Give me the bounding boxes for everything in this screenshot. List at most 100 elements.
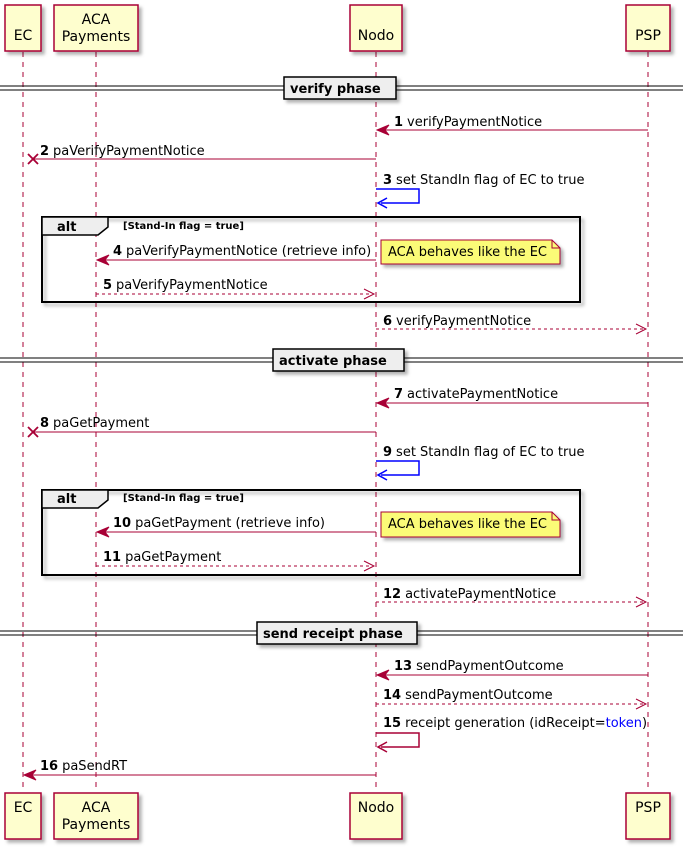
message-number: 2: [40, 144, 49, 159]
message-6: 6 verifyPaymentNotice: [376, 314, 648, 335]
message-label: paSendRT: [62, 759, 127, 774]
message-number: 13: [394, 659, 412, 674]
message-label: paGetPayment: [125, 550, 221, 565]
message-label: verifyPaymentNotice: [407, 115, 542, 130]
alt-keyword: alt: [57, 492, 76, 507]
message-12: 12 activatePaymentNotice: [376, 587, 648, 608]
separator-verify-phase: verify phase: [0, 76, 683, 100]
message-label-end: ): [642, 716, 647, 731]
participant-label-line1: ACA: [82, 800, 111, 816]
participant-psp-top[interactable]: PSP: [625, 4, 671, 52]
message-label: paVerifyPaymentNotice (retrieve info): [126, 244, 371, 259]
message-label: paGetPayment (retrieve info): [135, 516, 325, 531]
message-number: 1: [394, 115, 403, 130]
token-highlight: token: [606, 716, 642, 731]
participant-label: EC: [14, 800, 33, 816]
alt-guard: [Stand-In flag = true]: [123, 221, 244, 232]
participant-label: PSP: [635, 800, 661, 816]
alt-frame-2: alt [Stand-In flag = true]: [41, 489, 581, 576]
message-9: 9 set StandIn flag of EC to true: [376, 445, 585, 481]
message-label: verifyPaymentNotice: [396, 314, 531, 329]
message-number: 4: [113, 244, 122, 259]
separator-label: activate phase: [279, 354, 387, 369]
message-label: activatePaymentNotice: [407, 387, 558, 402]
alt-keyword: alt: [57, 220, 76, 235]
separator-label: send receipt phase: [263, 627, 403, 642]
note-aca-behaves-2: ACA behaves like the EC: [380, 511, 561, 538]
message-10: 10 paGetPayment (retrieve info): [95, 516, 376, 538]
message-number: 14: [383, 688, 401, 703]
message-label: set StandIn flag of EC to true: [396, 445, 585, 460]
alt-guard: [Stand-In flag = true]: [123, 493, 244, 504]
message-label: paVerifyPaymentNotice: [116, 278, 268, 293]
message-1: 1 verifyPaymentNotice: [375, 115, 648, 136]
participant-label-line2: Payments: [62, 817, 131, 833]
message-number: 5: [103, 278, 112, 293]
participant-label: PSP: [635, 28, 661, 44]
message-number: 6: [383, 314, 392, 329]
message-label: activatePaymentNotice: [405, 587, 556, 602]
message-label: receipt generation (idReceipt=: [405, 716, 606, 731]
participant-label-line2: Payments: [62, 29, 131, 45]
participant-aca-bottom[interactable]: ACA Payments: [53, 792, 139, 840]
message-number: 10: [113, 516, 131, 531]
participant-nodo-bottom[interactable]: Nodo: [349, 792, 403, 840]
alt-frame-1: alt [Stand-In flag = true]: [41, 216, 581, 303]
participant-label-line1: ACA: [82, 12, 111, 28]
note-text: ACA behaves like the EC: [388, 245, 547, 260]
message-3: 3 set StandIn flag of EC to true: [376, 173, 585, 209]
participant-psp-bottom[interactable]: PSP: [625, 792, 671, 840]
message-label: paVerifyPaymentNotice: [53, 144, 205, 159]
participant-ec-bottom[interactable]: EC: [4, 792, 42, 840]
note-aca-behaves-1: ACA behaves like the EC: [380, 239, 561, 265]
message-number: 12: [383, 587, 401, 602]
participant-label: Nodo: [358, 800, 395, 816]
message-label: set StandIn flag of EC to true: [396, 173, 585, 188]
message-number: 3: [383, 173, 392, 188]
participant-label: EC: [14, 28, 33, 44]
message-8: 8 paGetPayment: [27, 416, 376, 438]
message-label: sendPaymentOutcome: [405, 688, 553, 703]
participant-label: Nodo: [358, 28, 395, 44]
message-2: 2 paVerifyPaymentNotice: [27, 144, 376, 165]
note-text: ACA behaves like the EC: [388, 517, 547, 532]
separator-label: verify phase: [290, 82, 381, 97]
participant-ec-top[interactable]: EC: [4, 4, 42, 52]
message-13: 13 sendPaymentOutcome: [375, 659, 648, 681]
message-number: 8: [40, 416, 49, 431]
message-number: 15: [383, 716, 401, 731]
separator-activate-phase: activate phase: [0, 348, 683, 372]
message-14: 14 sendPaymentOutcome: [376, 688, 648, 710]
message-number: 9: [383, 445, 392, 460]
lifelines: [22, 52, 649, 792]
separator-send-receipt-phase: send receipt phase: [0, 621, 683, 645]
message-5: 5 paVerifyPaymentNotice: [96, 278, 376, 300]
message-number: 11: [103, 550, 121, 565]
participant-aca-top[interactable]: ACA Payments: [53, 4, 139, 52]
message-15: 15 receipt generation (idReceipt=token): [376, 716, 647, 753]
participant-nodo-top[interactable]: Nodo: [349, 4, 403, 52]
message-label: paGetPayment: [53, 416, 149, 431]
message-label: sendPaymentOutcome: [416, 659, 564, 674]
message-11: 11 paGetPayment: [96, 550, 376, 572]
message-4: 4 paVerifyPaymentNotice (retrieve info): [95, 244, 376, 266]
